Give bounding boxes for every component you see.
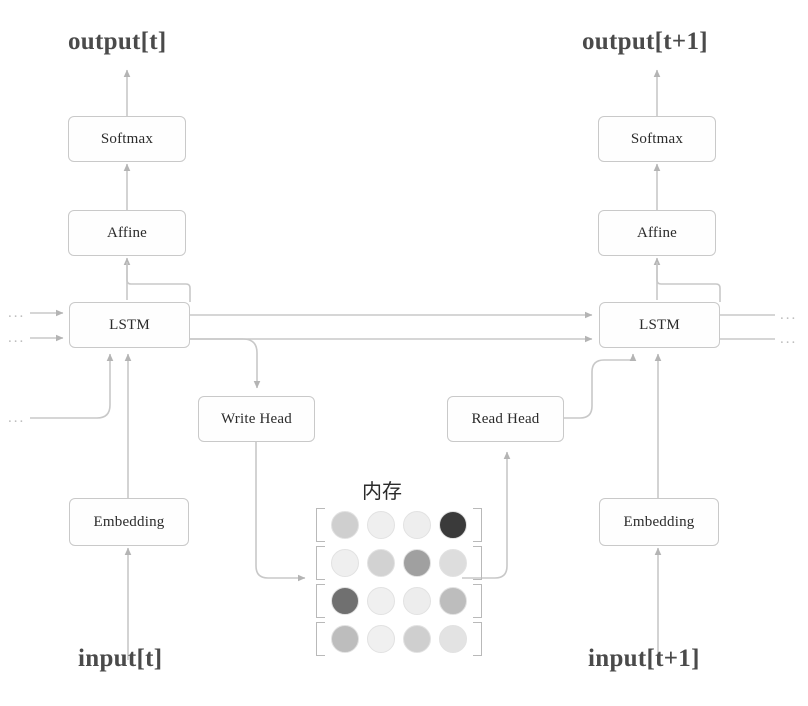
softmax-box-right[interactable]: Softmax bbox=[598, 116, 716, 162]
memory-row bbox=[316, 584, 482, 618]
ellipsis-right-upper: ... bbox=[780, 307, 798, 323]
embedding-box-right[interactable]: Embedding bbox=[599, 498, 719, 546]
lstm-box-right[interactable]: LSTM bbox=[599, 302, 720, 348]
embedding-box-left[interactable]: Embedding bbox=[69, 498, 189, 546]
memory-cell bbox=[439, 587, 467, 615]
memory-cell bbox=[403, 511, 431, 539]
memory-cell bbox=[367, 511, 395, 539]
memory-bracket-right bbox=[473, 508, 482, 542]
memory-cell bbox=[331, 587, 359, 615]
memory-bracket-right bbox=[473, 622, 482, 656]
memory-row bbox=[316, 546, 482, 580]
memory-cells bbox=[325, 511, 473, 539]
memory-cell bbox=[331, 511, 359, 539]
write-head-box[interactable]: Write Head bbox=[198, 396, 315, 442]
memory-title: 内存 bbox=[362, 479, 402, 503]
ellipsis-left-lower: ... bbox=[8, 410, 26, 426]
memory-cell bbox=[439, 625, 467, 653]
memory-cell bbox=[367, 587, 395, 615]
softmax-box-left[interactable]: Softmax bbox=[68, 116, 186, 162]
memory-cell bbox=[367, 549, 395, 577]
ellipsis-left-upper: ... bbox=[8, 305, 26, 321]
memory-cells bbox=[325, 587, 473, 615]
ellipsis-right-lower: ... bbox=[780, 331, 798, 347]
memory-cells bbox=[325, 549, 473, 577]
memory-cell bbox=[403, 587, 431, 615]
affine-box-right[interactable]: Affine bbox=[598, 210, 716, 256]
memory-row bbox=[316, 622, 482, 656]
memory-cell bbox=[439, 549, 467, 577]
memory-bracket-left bbox=[316, 622, 325, 656]
memory-bracket-left bbox=[316, 546, 325, 580]
output-label-t1: output[t+1] bbox=[582, 28, 708, 55]
memory-cell bbox=[367, 625, 395, 653]
read-head-box[interactable]: Read Head bbox=[447, 396, 564, 442]
memory-bracket-right bbox=[473, 546, 482, 580]
memory-cell bbox=[331, 549, 359, 577]
affine-box-left[interactable]: Affine bbox=[68, 210, 186, 256]
ellipsis-left-middle: ... bbox=[8, 330, 26, 346]
memory-bracket-left bbox=[316, 508, 325, 542]
memory-cells bbox=[325, 625, 473, 653]
output-label-t: output[t] bbox=[68, 28, 167, 55]
input-label-t1: input[t+1] bbox=[588, 645, 700, 672]
memory-row bbox=[316, 508, 482, 542]
memory-cell bbox=[439, 511, 467, 539]
memory-bracket-right bbox=[473, 584, 482, 618]
memory-bracket-left bbox=[316, 584, 325, 618]
lstm-box-left[interactable]: LSTM bbox=[69, 302, 190, 348]
memory-cell bbox=[403, 549, 431, 577]
memory-cell bbox=[403, 625, 431, 653]
memory-cell bbox=[331, 625, 359, 653]
input-label-t: input[t] bbox=[78, 645, 163, 672]
